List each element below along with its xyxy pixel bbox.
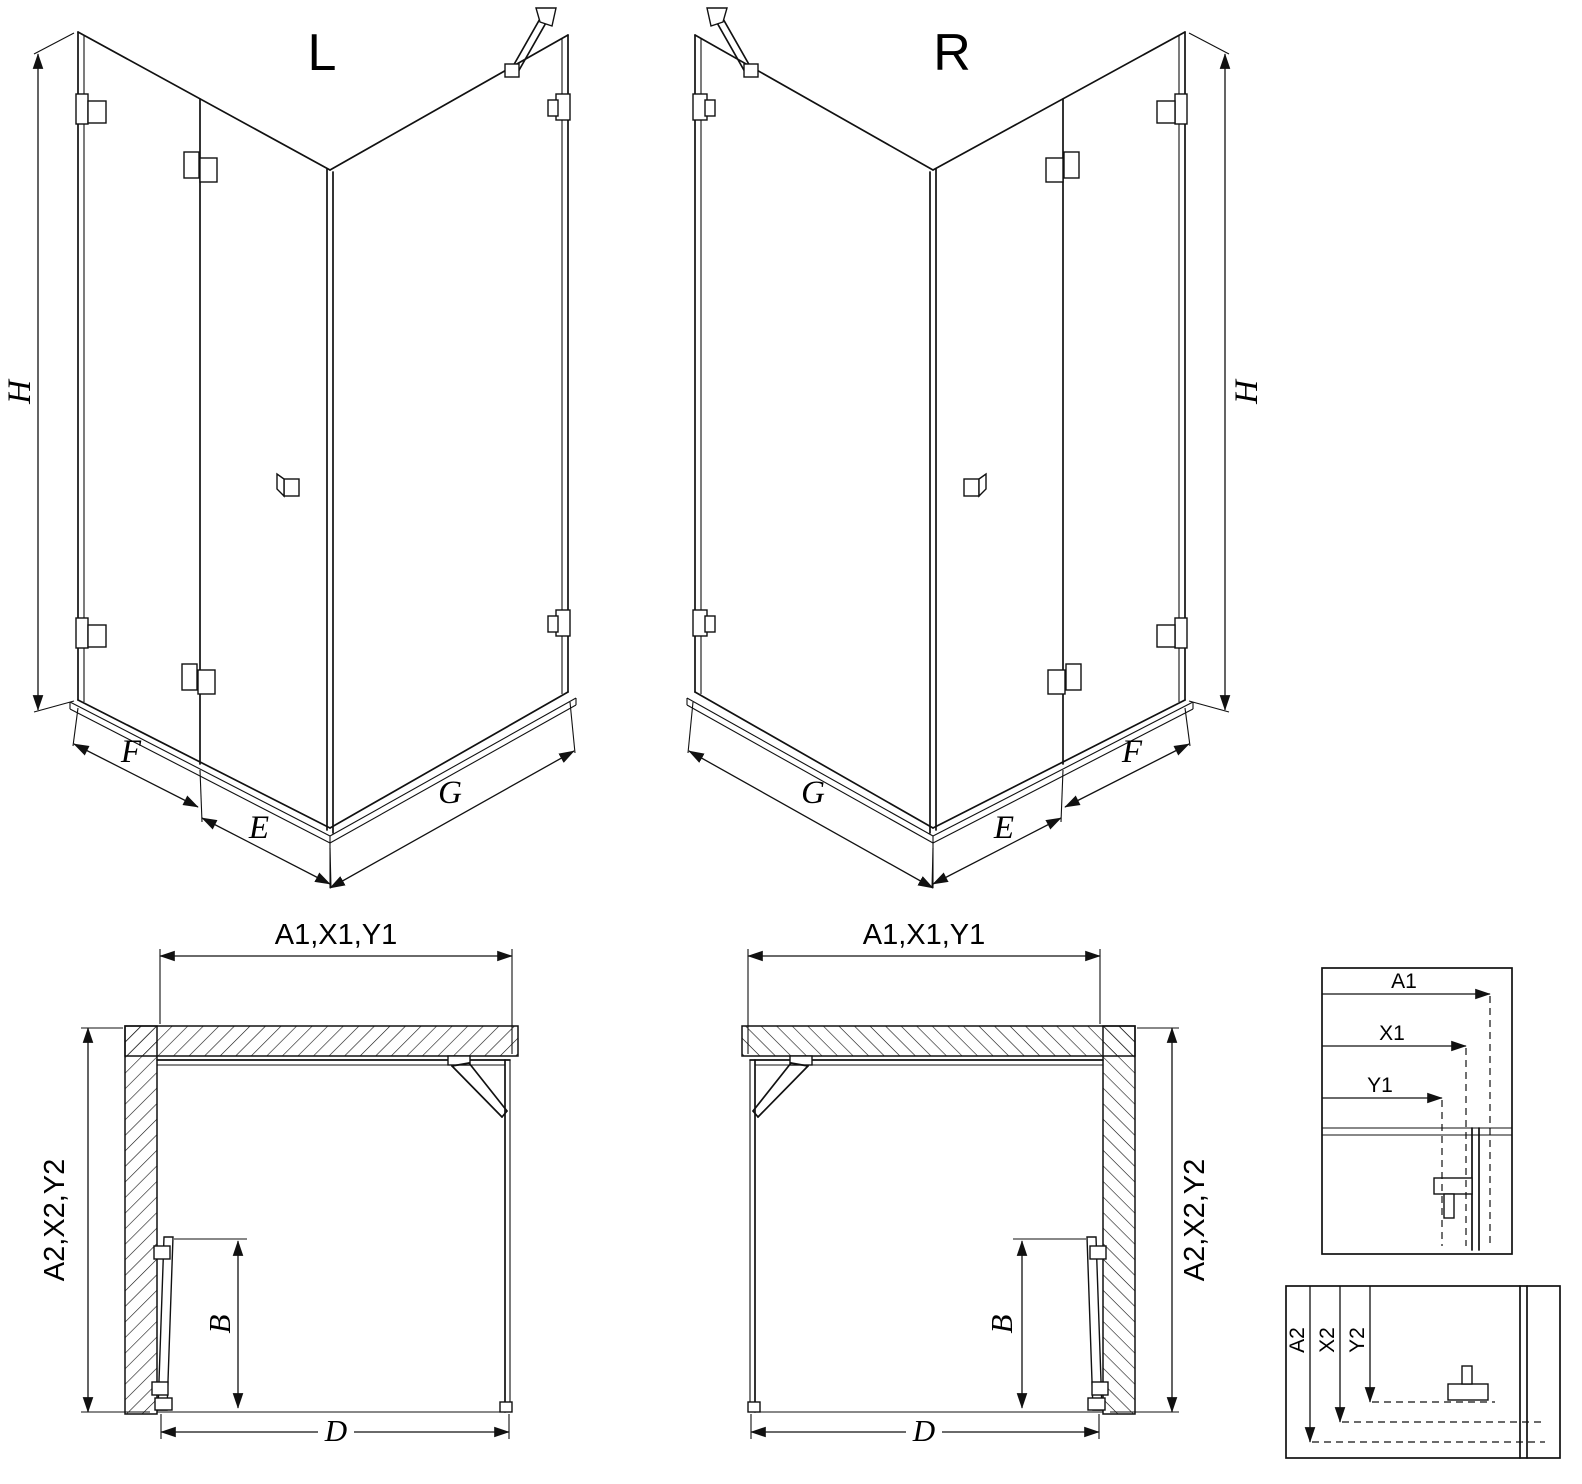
detail-y1-label: Y1 <box>1367 1074 1393 1097</box>
iso-right-dim-g-label: G <box>801 775 825 811</box>
iso-view-right <box>687 8 1229 888</box>
iso-left-dim-f-label: F <box>120 734 142 770</box>
iso-view-left <box>34 8 576 888</box>
plan-right-dim-b-label: B <box>984 1314 1019 1333</box>
plan-left-dim-top-label: A1,X1,Y1 <box>275 919 398 951</box>
detail-a1-label: A1 <box>1391 970 1417 993</box>
detail-x2-label: X2 <box>1316 1327 1339 1353</box>
plan-view-left <box>81 949 518 1439</box>
iso-right-variant-label: R <box>933 24 971 82</box>
iso-right-dim-f-label: F <box>1121 734 1143 770</box>
wall-profile-section <box>1447 1285 1528 1459</box>
plan-view-right <box>742 949 1179 1439</box>
detail-x1-label: X1 <box>1379 1022 1405 1045</box>
plan-right-dim-side-label: A2,X2,Y2 <box>1179 1159 1211 1282</box>
label-mask <box>906 1415 942 1445</box>
iso-left-variant-label: L <box>308 24 337 82</box>
detail-bottom-box: A2 X2 Y2 <box>1285 1285 1561 1459</box>
iso-left-dim-h-label: H <box>2 378 38 405</box>
plan-right-dim-top-label: A1,X1,Y1 <box>863 919 986 951</box>
detail-a2-label: A2 <box>1286 1327 1309 1353</box>
plan-left-dim-b-label: B <box>202 1314 237 1333</box>
iso-right-dim-h-label: H <box>1229 378 1265 405</box>
plan-left-dim-d-label: D <box>324 1413 347 1448</box>
detail-y2-label: Y2 <box>1346 1327 1369 1353</box>
detail-top-box: A1 X1 Y1 <box>1321 967 1513 1255</box>
plan-left-dim-side-label: A2,X2,Y2 <box>39 1159 71 1282</box>
plan-right-dim-d-label: D <box>912 1413 935 1448</box>
wall-profile-section <box>1433 1127 1480 1251</box>
iso-left-dim-g-label: G <box>438 775 462 811</box>
iso-right-dim-e-label: E <box>993 810 1014 846</box>
iso-left-dim-e-label: E <box>248 810 269 846</box>
label-mask <box>318 1415 354 1445</box>
